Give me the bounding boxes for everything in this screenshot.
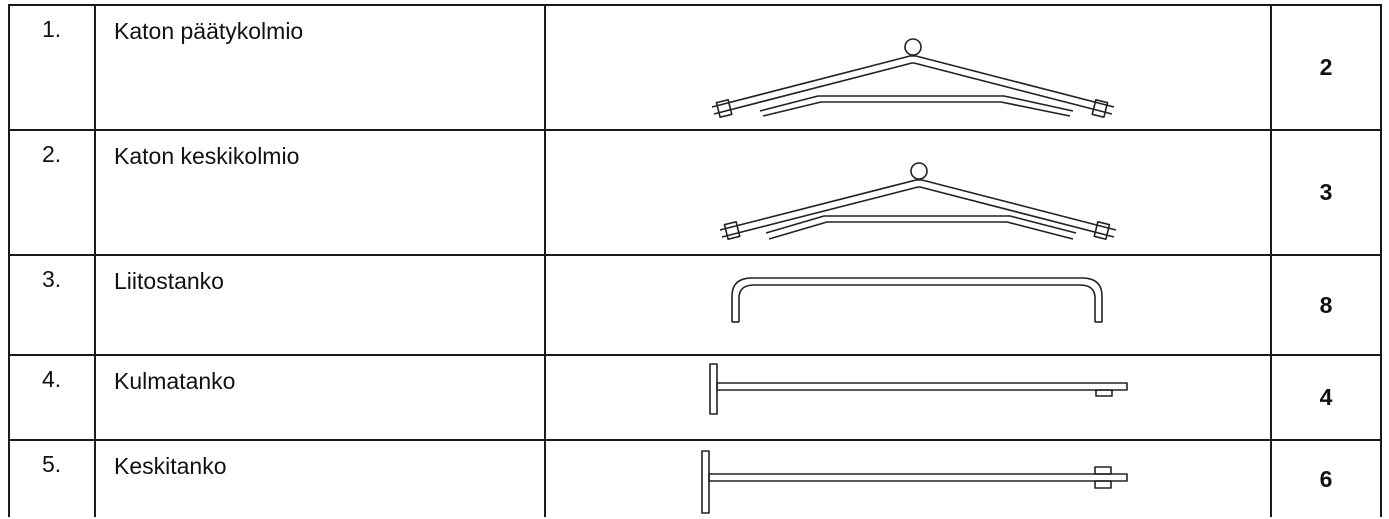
table-row: 1. Katon päätykolmio [8,4,1382,131]
parts-list-table: 1. Katon päätykolmio [8,4,1382,517]
end-roof-truss-icon [711,38,1115,119]
part-illustration-cell [544,354,1272,441]
part-number: 1. [8,4,96,131]
part-illustration-cell [544,439,1272,517]
table-row: 5. Keskitanko 6 [8,439,1382,517]
part-illustration-cell [544,254,1272,356]
part-name: Keskitanko [94,439,546,517]
middle-roof-truss-icon [719,162,1117,241]
part-quantity: 3 [1270,129,1382,256]
part-quantity: 6 [1270,439,1382,517]
part-name: Katon keskikolmio [94,129,546,256]
middle-rod-icon [701,450,1128,514]
part-quantity: 2 [1270,4,1382,131]
connecting-rod-icon [731,277,1103,323]
part-number: 4. [8,354,96,441]
part-number: 2. [8,129,96,256]
part-quantity: 8 [1270,254,1382,356]
part-illustration-cell [544,4,1272,131]
part-name: Liitostanko [94,254,546,356]
part-number: 5. [8,439,96,517]
part-illustration-cell [544,129,1272,256]
table-row: 4. Kulmatanko 4 [8,354,1382,441]
corner-rod-icon [709,363,1128,415]
part-name: Katon päätykolmio [94,4,546,131]
table-row: 3. Liitostanko 8 [8,254,1382,356]
part-name: Kulmatanko [94,354,546,441]
part-number: 3. [8,254,96,356]
part-quantity: 4 [1270,354,1382,441]
table-row: 2. Katon keskikolmio 3 [8,129,1382,256]
